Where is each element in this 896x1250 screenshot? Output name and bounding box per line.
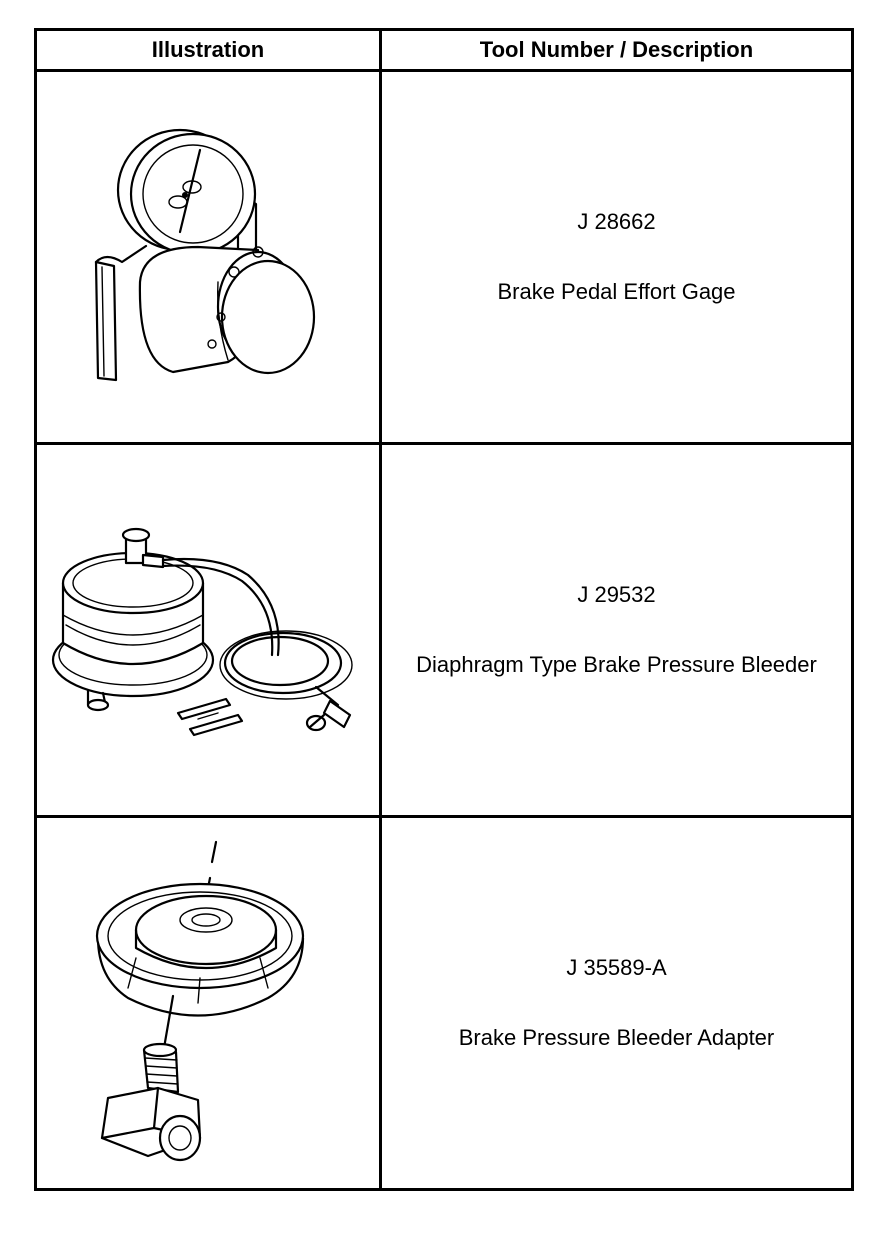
tool-description: Diaphragm Type Brake Pressure Bleeder [416,652,817,677]
table-row: J 35589-A Brake Pressure Bleeder Adapter [34,815,854,1191]
illustration-cell [34,442,382,818]
header-tool-description: Tool Number / Description [379,28,854,72]
tool-description: Brake Pressure Bleeder Adapter [458,1025,775,1050]
table-header-row: Illustration Tool Number / Description [34,28,854,72]
tool-number: J 28662 [577,209,656,234]
illustration-cell [34,69,382,445]
brake-pedal-effort-gage-icon [94,128,316,382]
illustration-cell [34,815,382,1191]
table-row: J 28662 Brake Pedal Effort Gage [34,69,854,445]
tool-description: Brake Pedal Effort Gage [497,279,736,304]
tool-number: J 29532 [577,582,656,607]
description-cell: J 28662 Brake Pedal Effort Gage [379,69,854,445]
description-cell: J 35589-A Brake Pressure Bleeder Adapter [379,815,854,1191]
tool-number: J 35589-A [566,955,667,980]
header-illustration: Illustration [34,28,382,72]
bleeder-adapter-icon [95,840,305,1162]
diaphragm-pressure-bleeder-icon [51,527,353,737]
tool-table: Illustration Tool Number / Description [34,28,854,1191]
table-row: J 29532 Diaphragm Type Brake Pressure Bl… [34,442,854,818]
description-cell: J 29532 Diaphragm Type Brake Pressure Bl… [379,442,854,818]
